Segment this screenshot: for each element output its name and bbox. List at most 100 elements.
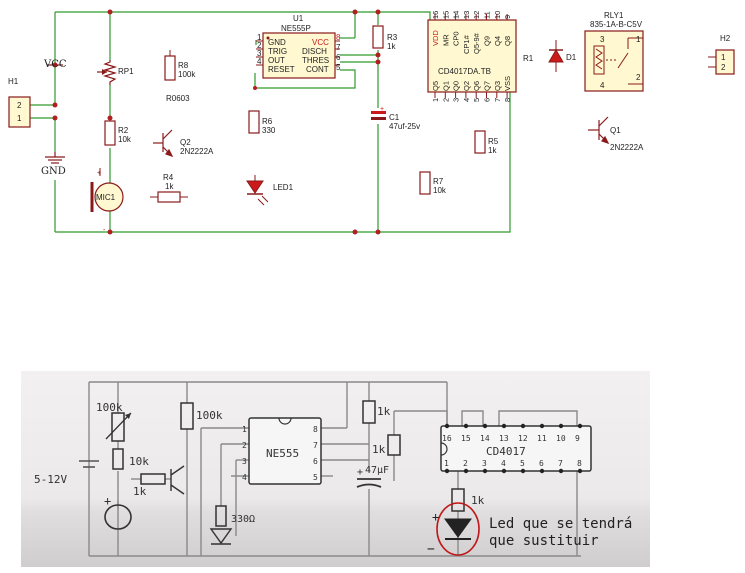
u2-bottom-pin-number: 3: [452, 98, 461, 102]
r4-ref: R4: [163, 173, 174, 182]
h1-pin-2: 2: [17, 101, 22, 110]
c1-ref: C1: [389, 113, 400, 122]
cd4017-top-pin-number: 14: [480, 434, 490, 443]
u2-bottom-pin-number: 5: [472, 98, 481, 102]
gnd-symbol: [45, 152, 65, 164]
rly1-pin-1: 1: [636, 35, 641, 44]
u1-name-reset: RESET: [268, 65, 295, 74]
u1-pin-1: 1: [257, 33, 262, 42]
connector-h1: H1 2 1: [8, 77, 31, 128]
transistor-q2: [153, 129, 174, 158]
u2-bottom-pin-number: 4: [462, 98, 471, 102]
r8-footprint: R0603: [166, 94, 190, 103]
ne555-label: NE555: [266, 447, 299, 460]
r4-value: 1k: [165, 182, 174, 191]
r7-value: 10k: [433, 186, 447, 195]
cd4017-top-pin-number: 13: [499, 434, 509, 443]
q2-value: 2N2222A: [180, 147, 214, 156]
supply-label: 5-12V: [34, 473, 67, 486]
u1-name-gnd: GND: [268, 38, 286, 47]
photo-resistor-1k-top: 1k: [362, 400, 391, 424]
r8-ref: R8: [178, 61, 189, 70]
h2-pin-2: 2: [721, 63, 726, 72]
cd4017-bottom-pin-dot: [463, 468, 469, 474]
cap-label: 47μF: [365, 465, 389, 476]
microphone-mic1: + MIC1 -: [90, 168, 124, 234]
r100k-label: 100k: [196, 409, 223, 422]
svg-text:+: +: [97, 170, 101, 177]
cd4017-top-pin-dot: [520, 423, 526, 429]
r3-ref: R3: [387, 33, 398, 42]
resistor-r7: R7 10k: [419, 171, 447, 195]
diode-d1: D1: [548, 40, 577, 72]
cd4017-top-pin-dot: [558, 423, 564, 429]
cd4017-top-pin-dot: [444, 423, 450, 429]
u2-bottom-pin-number: 7: [493, 98, 502, 102]
u1-name-disch: DISCH: [302, 47, 327, 56]
ne555-pin-2: 2: [242, 441, 247, 450]
schematic-wires: [30, 11, 511, 233]
connector-h2: H2 1 2: [708, 34, 735, 75]
u2-top-pin-name: MR: [441, 34, 450, 46]
svg-text:+: +: [104, 494, 111, 508]
cd4017-bottom-pin-number: 5: [520, 459, 525, 468]
h1-ref: H1: [8, 77, 19, 86]
hand-drawn-schematic: 5-12V 100k 10k 1k 100k: [21, 371, 650, 567]
photo-pot-100k: 100k: [96, 401, 132, 442]
u2-top-pin-number: 14: [452, 11, 461, 19]
ne555-pin-7: 7: [313, 441, 318, 450]
u1-name-vcc: VCC: [312, 38, 329, 47]
u2-bottom-pin-number: 6: [483, 98, 492, 102]
u1-name-out: OUT: [268, 56, 285, 65]
h2-ref: H2: [720, 34, 731, 43]
transistor-q1: [588, 116, 610, 145]
u2-bottom-pin-name: Q1: [441, 81, 450, 91]
gnd-label: GND: [41, 166, 66, 177]
r7-ref: R7: [433, 177, 444, 186]
svg-text:-: -: [103, 227, 106, 234]
cd4017-bottom-pin-dot: [501, 468, 507, 474]
cd4017-label: CD4017: [486, 445, 526, 458]
photo-capacitor: + 47μF: [356, 465, 389, 488]
r1k-mid-label: 1k: [372, 443, 386, 456]
ne555-pin-5: 5: [313, 473, 318, 482]
u2-value: CD4017DA.TB: [438, 67, 491, 76]
resistor-r4: R4 1k: [150, 173, 188, 203]
u2-bottom-pin-name: Q3: [493, 81, 502, 91]
u2-bottom-pin-name: Q0: [452, 81, 461, 91]
cd4017-bottom-pin-dot: [558, 468, 564, 474]
r330-label: 330Ω: [231, 514, 255, 525]
u1-pin-2: 2: [257, 41, 262, 50]
d1-ref: D1: [566, 53, 577, 62]
vcc-label: VCC: [43, 59, 67, 70]
u2-bottom-pin-number: 2: [441, 98, 450, 102]
cd4017-bottom-pin-number: 8: [577, 459, 582, 468]
rly1-pin-3: 3: [600, 35, 605, 44]
photo-ic-ne555: NE555 1 2 3 4 8 7 6 5: [242, 417, 322, 485]
relay-rly1: RLY1 835-1A-B-C5V 3 1 4 2: [584, 11, 644, 92]
cd4017-top-pin-number: 16: [442, 434, 452, 443]
video-frame-schematic: 5-12V 100k 10k 1k 100k: [21, 371, 650, 567]
h1-pin-1: 1: [17, 114, 22, 123]
u1-value: NE555P: [281, 24, 311, 33]
r5-value: 1k: [488, 146, 497, 155]
led-led1: LED1: [246, 175, 294, 206]
photo-resistor-1k-base: 1k: [133, 473, 166, 498]
photo-led-replace: + −: [427, 502, 480, 557]
r1k-base-label: 1k: [133, 485, 147, 498]
junction-dots: [52, 9, 381, 235]
rly1-pin-4: 4: [600, 81, 605, 90]
cd4017-bottom-pin-dot: [482, 468, 488, 474]
u2-top-pin-name: VDD: [431, 30, 440, 46]
r8-value: 100k: [178, 70, 196, 79]
photo-microphone: +: [104, 494, 132, 530]
caption-line-2: que sustituir: [489, 533, 599, 549]
ic-u2-cd4017: CD4017DA.TB 16VDD15MR14CP013CP1#12Q5-9#1…: [427, 11, 517, 102]
r6-ref: R6: [262, 117, 273, 126]
rly1-ref: RLY1: [604, 11, 624, 20]
photo-resistor-10k: 10k: [112, 448, 149, 470]
resistor-r8: R8 100k R0603: [164, 50, 196, 103]
